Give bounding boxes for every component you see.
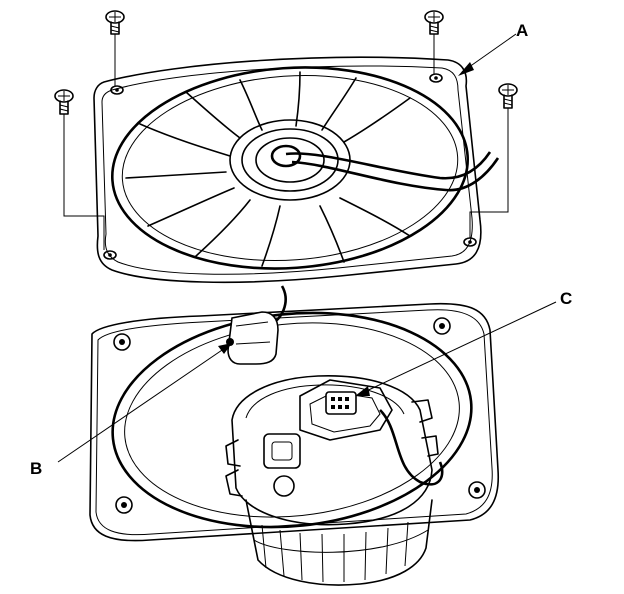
speaker-a <box>93 56 500 284</box>
speaker-mount-hole-br <box>463 237 477 247</box>
screw-top-left <box>105 10 125 86</box>
screw-right <box>469 83 518 238</box>
callout-label-a: A <box>516 21 528 40</box>
connector-b <box>226 285 287 365</box>
speaker-mount-hole-tl <box>110 85 124 95</box>
screw-left <box>54 89 105 250</box>
callout-label-b: B <box>30 459 42 478</box>
base-mount-hole-tr <box>433 317 451 335</box>
speaker-mount-hole-tr <box>429 73 443 83</box>
leader-b <box>57 343 232 463</box>
leader-c <box>355 301 557 396</box>
callout-label-c: C <box>560 289 572 308</box>
speaker-mount-hole-bl <box>103 250 117 260</box>
internal-unit <box>225 375 444 586</box>
mounting-base <box>89 302 500 542</box>
base-mount-hole-br <box>468 481 486 499</box>
leader-a <box>458 33 517 76</box>
base-mount-hole-tl <box>113 333 131 351</box>
screw-top-right <box>424 10 444 74</box>
base-mount-hole-bl <box>115 496 133 514</box>
